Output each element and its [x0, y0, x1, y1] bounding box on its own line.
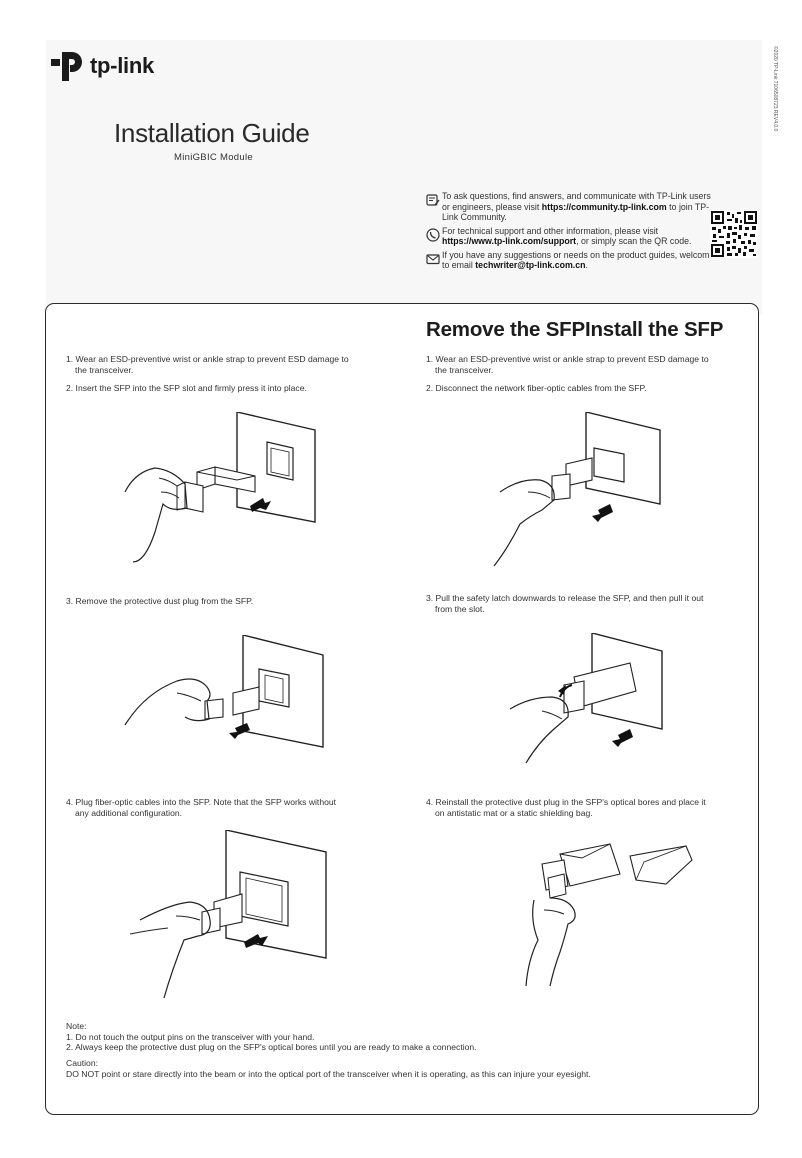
illustration-plug-fiber-cables: [130, 830, 340, 1002]
note-block: Note: 1. Do not touch the output pins on…: [66, 1021, 746, 1053]
support-email-row: If you have any suggestions or needs on …: [426, 250, 716, 271]
support-info: To ask questions, find answers, and comm…: [426, 191, 716, 274]
tp-link-logo: tp-link: [48, 48, 154, 84]
note-heading: Note:: [66, 1021, 87, 1031]
left-step-4: 4. Plug fiber-optic cables into the SFP.…: [66, 797, 337, 818]
section-title: Remove the SFPInstall the SFP: [426, 318, 724, 341]
community-icon: [426, 194, 440, 206]
support-community-row: To ask questions, find answers, and comm…: [426, 191, 716, 223]
right-step-2: 2. Disconnect the network fiber-optic ca…: [426, 383, 647, 393]
instructions-card: [45, 303, 759, 1115]
caution-heading: Caution:: [66, 1058, 99, 1068]
left-step-1: 1. Wear an ESD-preventive wrist or ankle…: [66, 354, 349, 375]
illustration-insert-sfp: [115, 412, 345, 567]
illustration-disconnect-cables: [480, 412, 680, 572]
note-line-2: 2. Always keep the protective dust plug …: [66, 1042, 477, 1052]
community-link[interactable]: https://community.tp-link.com: [541, 201, 667, 212]
document-code: ©2020 TP-Link 7106508723 REV4.0.0: [770, 46, 778, 206]
tp-link-logo-icon: [51, 52, 82, 81]
support-link[interactable]: https://www.tp-link.com/support: [442, 236, 577, 246]
illustration-remove-dust-plug: [115, 635, 345, 765]
right-step-1: 1. Wear an ESD-preventive wrist or ankle…: [426, 354, 709, 375]
illustration-reinstall-dust-plug: [520, 840, 710, 990]
right-step-3: 3. Pull the safety latch downwards to re…: [426, 593, 704, 614]
community-text: To ask questions, find answers, and comm…: [442, 191, 711, 222]
qr-code: [710, 210, 758, 258]
phone-support-icon: [426, 227, 440, 242]
page-subtitle: MiniGBIC Module: [174, 152, 253, 163]
support-website-row: For technical support and other informat…: [426, 226, 716, 247]
brand-name: tp-link: [90, 53, 154, 78]
illustration-pull-latch: [490, 633, 680, 768]
support-text: For technical support and other informat…: [442, 225, 692, 247]
email-link[interactable]: techwriter@tp-link.com.cn: [475, 260, 586, 270]
document-code-text: ©2020 TP-Link 7106508723 REV4.0.0: [772, 46, 778, 132]
note-line-1: 1. Do not touch the output pins on the t…: [66, 1031, 315, 1042]
email-text: If you have any suggestions or needs on …: [442, 249, 715, 271]
right-step-4: 4. Reinstall the protective dust plug in…: [426, 797, 706, 818]
caution-text: DO NOT point or stare directly into the …: [66, 1068, 591, 1079]
header-background: [46, 40, 762, 315]
left-step-3: 3. Remove the protective dust plug from …: [66, 596, 254, 606]
caution-block: Caution: DO NOT point or stare directly …: [66, 1058, 746, 1079]
email-icon: [426, 253, 440, 264]
left-step-2: 2. Insert the SFP into the SFP slot and …: [66, 383, 307, 393]
page-title: Installation Guide: [114, 118, 310, 148]
